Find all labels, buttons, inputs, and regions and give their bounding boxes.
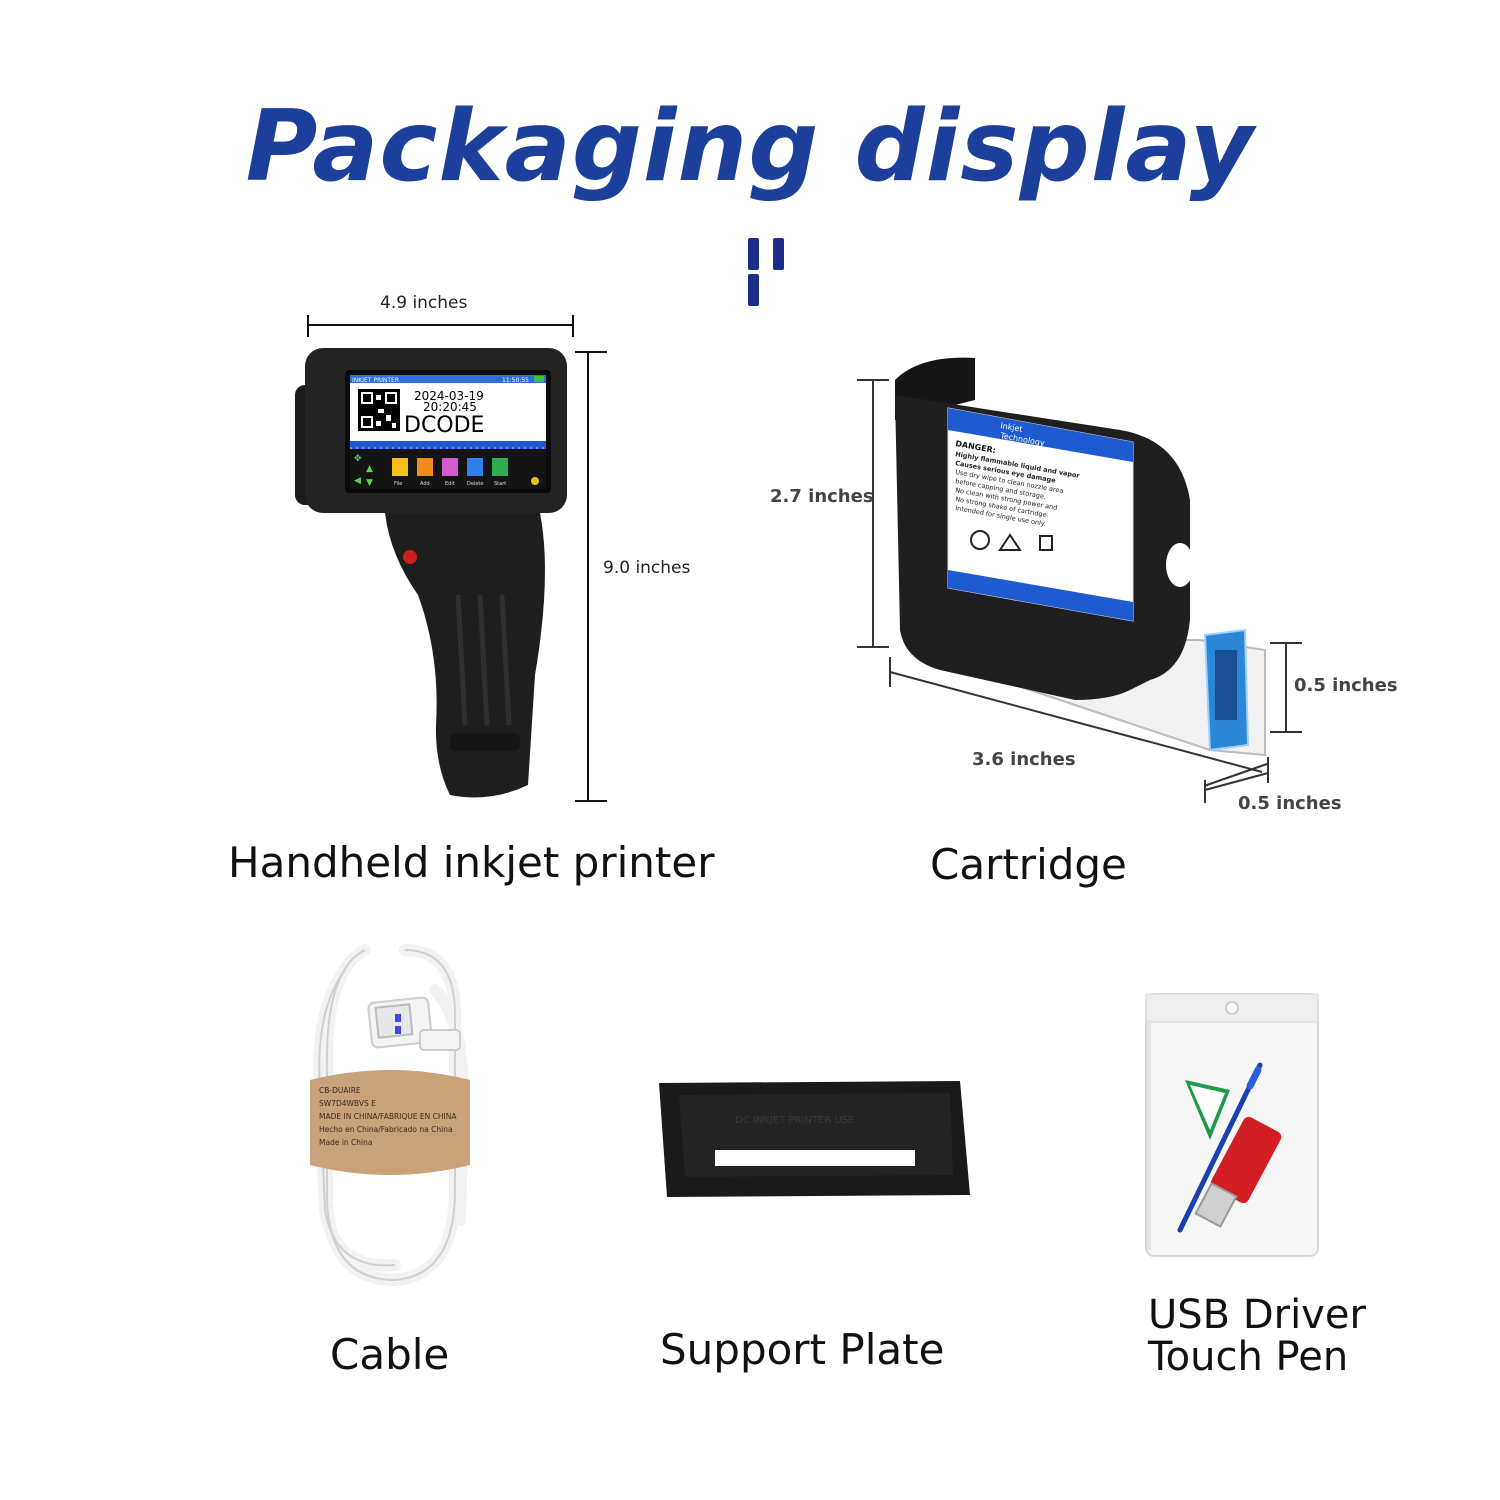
printer-height-label: 9.0 inches <box>603 558 691 578</box>
support-plate-image: DC INKJET PRINTER USE <box>659 1081 970 1197</box>
cartridge-depth-label: 0.5 inches <box>1294 675 1398 696</box>
screen-date: 2024-03-19 <box>414 389 484 403</box>
usb-driver-caption: USB Driver <box>1148 1292 1366 1338</box>
cable-tag-line: SW7D4WBVS E <box>319 1099 376 1108</box>
svg-text:▲: ▲ <box>366 464 373 474</box>
printer-height-dimension-line <box>575 351 607 802</box>
decorative-divider <box>748 238 818 306</box>
svg-text:◀: ◀ <box>354 476 361 486</box>
cartridge-illustration: Inkjet Technology DANGER: Highly flammab… <box>895 357 1266 757</box>
support-plate-embossed-text: DC INKJET PRINTER USE <box>735 1115 854 1126</box>
screen-status-left: INKJET PRINTER <box>352 377 399 384</box>
cartridge-label-brand-1: Inkjet <box>1000 421 1024 434</box>
touch-pen-caption: Touch Pen <box>1148 1334 1349 1380</box>
printer-width-label: 4.9 inches <box>380 293 468 313</box>
support-plate-caption: Support Plate <box>660 1325 945 1374</box>
cable-tag-line: MADE IN CHINA/FABRIQUE EN CHINA <box>319 1112 457 1121</box>
cable-caption: Cable <box>330 1330 450 1379</box>
cartridge-height-label: 2.7 inches <box>770 486 874 507</box>
cable-image: CB-DUAIRE SW7D4WBVS E MADE IN CHINA/FABR… <box>310 944 470 1287</box>
cable-tag-line: CB-DUAIRE <box>319 1086 361 1095</box>
screen-time: 20:20:45 <box>423 400 477 414</box>
cable-tag-line: Made in China <box>319 1138 372 1147</box>
screen-button-edit: Edit <box>445 481 455 487</box>
cartridge-depth-dimension-line <box>1270 642 1302 733</box>
cartridge-length-dimension-line <box>889 657 1268 787</box>
svg-text:▼: ▼ <box>366 478 373 488</box>
screen-button-file: File <box>394 481 402 487</box>
cartridge-caption: Cartridge <box>930 840 1127 889</box>
svg-text:✥: ✥ <box>354 454 362 464</box>
cartridge-width-label: 0.5 inches <box>1238 793 1342 814</box>
screen-button-add: Add <box>420 481 430 487</box>
usb-pen-bag-image <box>1145 993 1319 1257</box>
handheld-printer-image: INKJET PRINTER 11:50:55 2024-03-19 20:20… <box>295 348 567 798</box>
printer-caption: Handheld inkjet printer <box>228 838 715 887</box>
cartridge-length-label: 3.6 inches <box>972 749 1076 770</box>
page-title: Packaging display <box>245 90 1255 204</box>
screen-code: DCODE <box>404 413 484 438</box>
cable-tag-line: Hecho en China/Fabricado na China <box>319 1125 453 1134</box>
screen-status-right: 11:50:55 <box>502 377 529 384</box>
printer-width-dimension-line <box>307 315 574 337</box>
screen-button-delete: Delete <box>467 481 483 487</box>
screen-button-start: Start <box>494 481 506 487</box>
cartridge-width-dimension-line <box>1204 757 1269 803</box>
cartridge-height-dimension-line <box>857 379 889 648</box>
